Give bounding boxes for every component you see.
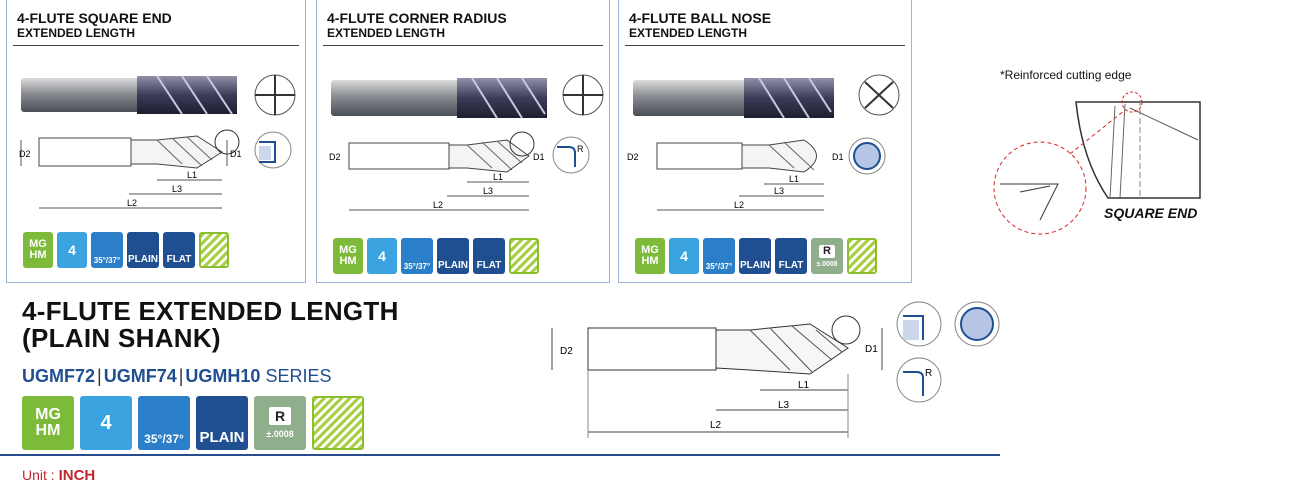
tool-shank: [21, 78, 141, 112]
dim-l1: L1: [187, 170, 197, 180]
badge-end: FLAT: [775, 238, 807, 274]
footer-rule: [0, 454, 1000, 456]
badge-flutes: 4: [57, 232, 87, 268]
dim-l1: L1: [798, 380, 810, 391]
tool-flutes: [137, 76, 237, 114]
series-code: UGMF72: [22, 366, 96, 386]
series-word: SERIES: [265, 366, 332, 386]
tool-drawing: D2 D1 L1 L3 L2: [627, 74, 900, 211]
panel-subtitle: EXTENDED LENGTH: [629, 26, 748, 40]
title-line-1: 4-FLUTE EXTENDED LENGTH: [22, 296, 399, 326]
corner-detail-icon: [254, 131, 292, 169]
badge-flutes: 4: [80, 396, 132, 450]
main-profile-insets: R: [896, 301, 1000, 403]
end-view-icon: [858, 74, 900, 116]
radius-profile-icon: R: [896, 357, 942, 403]
series-code: UGMF74: [103, 366, 177, 386]
dim-l2: L2: [127, 198, 137, 208]
badge-helix: 35°/37°: [703, 238, 735, 274]
dim-r: R: [925, 368, 932, 379]
dim-l2: L2: [433, 200, 443, 210]
dim-d2: D2: [19, 149, 31, 159]
badge-coating-icon: [509, 238, 539, 274]
dim-d1: D1: [865, 344, 878, 355]
square-end-detail-drawing: [993, 91, 1201, 235]
divider: [13, 45, 299, 46]
badge-tolerance: R ±.0008: [811, 238, 843, 274]
badge-flutes: 4: [367, 238, 397, 274]
badge-coating-icon: [847, 238, 877, 274]
badge-coating-icon: [312, 396, 364, 450]
dim-l2: L2: [734, 200, 744, 210]
series-list: UGMF72|UGMF74|UGMH10 SERIES: [22, 366, 332, 386]
dim-d1: D1: [832, 152, 844, 162]
badge-shank: PLAIN: [739, 238, 771, 274]
panel-title: 4-FLUTE CORNER RADIUS: [327, 10, 507, 26]
square-end-caption: SQUARE END: [1104, 205, 1198, 221]
dim-l3: L3: [483, 186, 493, 196]
dim-d2: D2: [329, 152, 341, 162]
corner-radius-detail-icon: R: [552, 136, 590, 174]
reinforced-note: *Reinforced cutting edge: [1000, 68, 1132, 82]
ball-profile-icon: [954, 301, 1000, 347]
title-line-2: (PLAIN SHANK): [22, 323, 221, 353]
dim-r: R: [577, 144, 584, 154]
dim-l3: L3: [778, 400, 790, 411]
tool-drawing: D2 D1 L1 L3 L2: [19, 74, 296, 209]
ball-detail-icon: [848, 137, 886, 175]
badge-shank: PLAIN: [196, 396, 248, 450]
dim-d1: D1: [230, 149, 242, 159]
badge-end: FLAT: [473, 238, 505, 274]
tool-drawing: D2 D1 L1 L3 L2 R: [329, 74, 604, 211]
divider: [323, 45, 603, 46]
badge-coating-icon: [199, 232, 229, 268]
badge-shank: PLAIN: [127, 232, 159, 268]
panel-subtitle: EXTENDED LENGTH: [327, 26, 446, 40]
badge-helix: 35°/37°: [91, 232, 123, 268]
dim-l1: L1: [493, 172, 503, 182]
dim-d2: D2: [627, 152, 639, 162]
badge-flutes: 4: [669, 238, 699, 274]
dim-l3: L3: [172, 184, 182, 194]
panel-subtitle: EXTENDED LENGTH: [17, 26, 136, 40]
badge-helix: 35°/37°: [138, 396, 190, 450]
panel-corner-radius: 4-FLUTE CORNER RADIUS EXTENDED LENGTH D2…: [316, 0, 610, 283]
end-view-icon: [254, 74, 296, 116]
dim-l2: L2: [710, 420, 722, 431]
badge-helix: 35°/37°: [401, 238, 433, 274]
end-view-icon: [562, 74, 604, 116]
series-code: UGMH10: [185, 366, 261, 386]
dim-d2: D2: [560, 346, 573, 357]
panel-title: 4-FLUTE SQUARE END: [17, 10, 172, 26]
panel-ball-nose: 4-FLUTE BALL NOSE EXTENDED LENGTH D2 D1 …: [618, 0, 912, 283]
panel-title: 4-FLUTE BALL NOSE: [629, 10, 772, 26]
divider: [625, 45, 905, 46]
badge-end: FLAT: [163, 232, 195, 268]
badge-shank: PLAIN: [437, 238, 469, 274]
panel-square-end: 4-FLUTE SQUARE END EXTENDED LENGTH D2 D1: [6, 0, 306, 283]
square-profile-icon: [896, 301, 942, 347]
main-tool-schematic: D2 D1 L1 L3 L2: [551, 315, 883, 438]
unit-value: INCH: [58, 467, 96, 484]
unit-label: Unit : INCH: [22, 467, 96, 484]
page-title: 4-FLUTE EXTENDED LENGTH (PLAIN SHANK): [22, 298, 399, 352]
badge-tolerance: R ±.0008: [254, 396, 306, 450]
dim-l3: L3: [774, 186, 784, 196]
dim-d1: D1: [533, 152, 545, 162]
dim-l1: L1: [789, 174, 799, 184]
